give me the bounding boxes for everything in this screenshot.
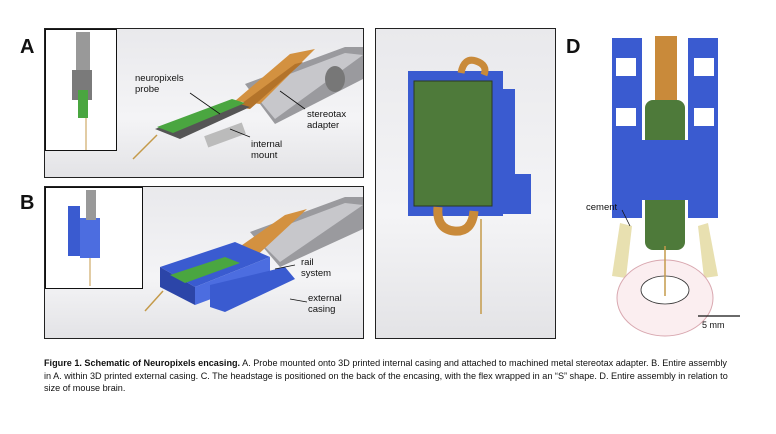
scale-bar-label: 5 mm	[702, 320, 725, 330]
panel-a-illustration	[132, 47, 363, 160]
label-rail-system: rail system	[301, 257, 332, 279]
panel-b-inset	[45, 187, 143, 289]
panel-letter-a: A	[20, 36, 35, 58]
panel-b-illustration	[144, 197, 363, 312]
label-internal-mount: internal mount	[251, 139, 283, 161]
caption-title: Figure 1. Schematic of Neuropixels encas…	[44, 358, 241, 368]
panel-letter-d: D	[566, 36, 581, 58]
panel-a: neuropixels probe stereotax adapter inte…	[44, 28, 364, 178]
panel-c-illustration	[408, 56, 531, 314]
label-external-casing: external casing	[308, 293, 342, 315]
label-neuropixels-probe: neuropixels probe	[135, 73, 184, 95]
figure-caption: Figure 1. Schematic of Neuropixels encas…	[44, 357, 734, 395]
panel-letter-b: B	[20, 192, 35, 214]
label-stereotax-adapter: stereotax adapter	[307, 109, 347, 131]
panel-c	[375, 28, 556, 339]
panel-b: rail system external casing	[44, 186, 364, 339]
label-cement: cement	[586, 202, 618, 213]
panel-d: cement 5 mm	[586, 28, 770, 348]
panel-a-inset	[45, 29, 117, 151]
caption-text: A. Probe mounted onto 3D printed interna…	[44, 358, 728, 393]
panel-d-illustration	[612, 36, 740, 337]
